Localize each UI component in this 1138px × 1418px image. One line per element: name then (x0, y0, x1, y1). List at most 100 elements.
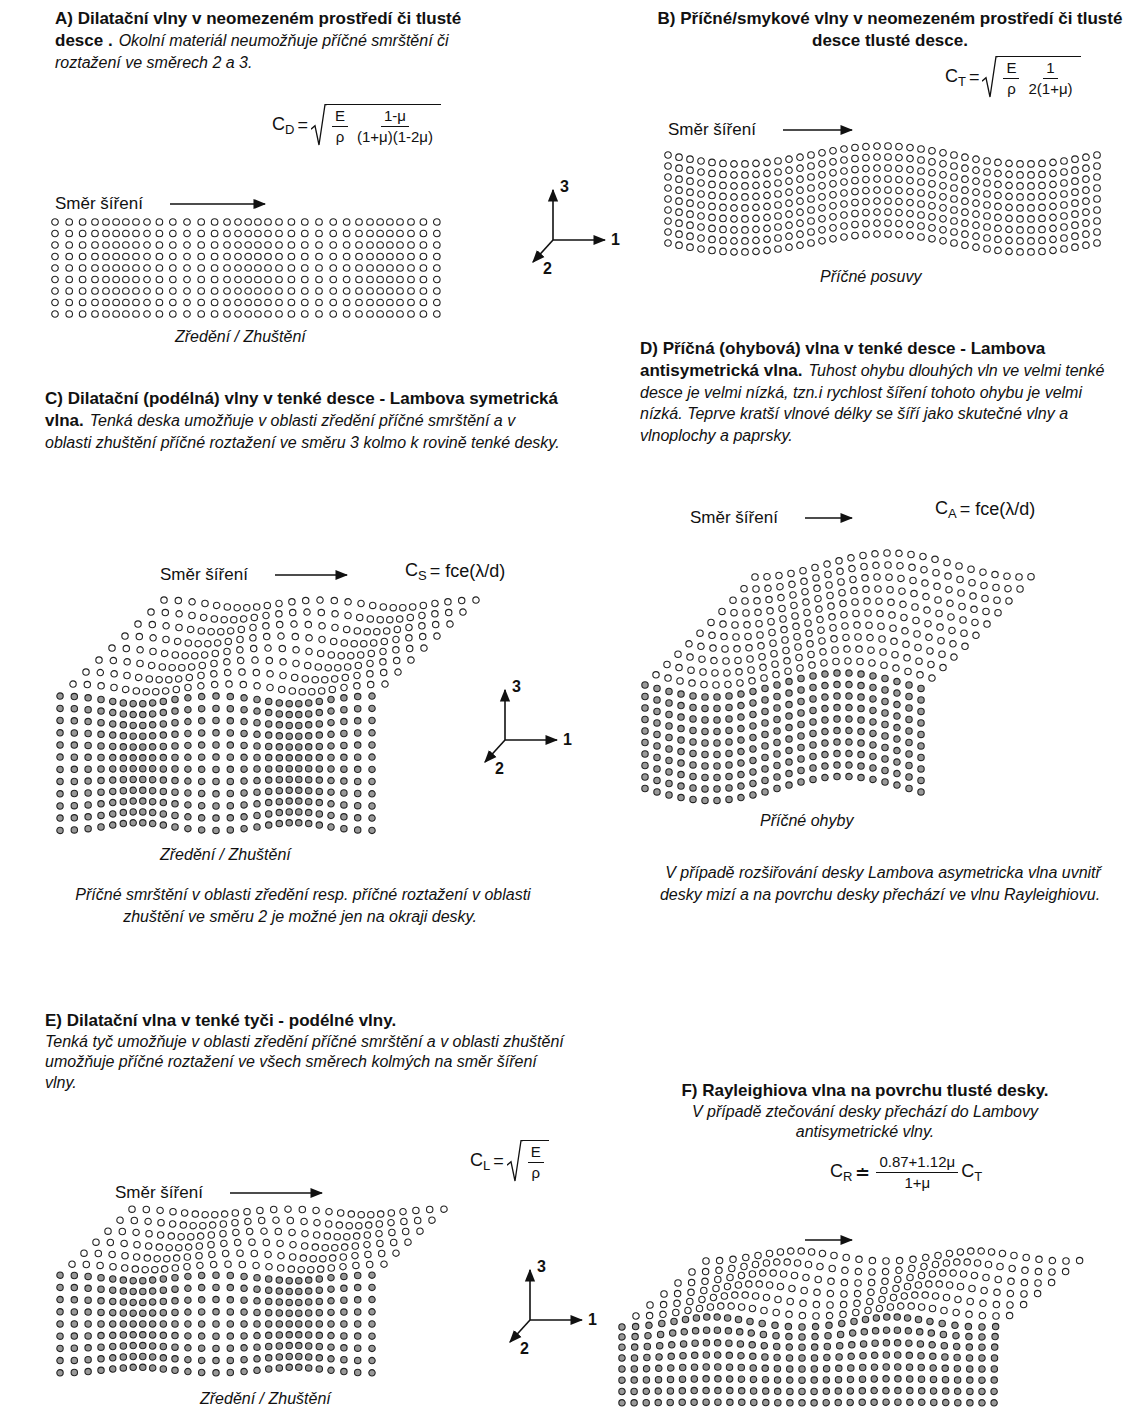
rod-lattice-top (69, 1206, 447, 1273)
formula-symbol: C (945, 66, 958, 86)
panel-text: A) Dilatační vlny v neomezeném prostředí… (55, 8, 500, 73)
fraction: Eρ (528, 1143, 544, 1182)
axis-line (510, 1320, 530, 1342)
panel-text: C) Dilatační (podélná) vlny v tenké desc… (45, 388, 565, 453)
label-holder: Směr šíření (55, 194, 143, 214)
formula-symbol: C (830, 1161, 843, 1181)
panel-text: V případě rozšiřování desky Lambova asym… (645, 862, 1115, 906)
label-holder: 1 (611, 231, 620, 249)
label-holder: 2 (543, 260, 552, 278)
formula-subscript: T (974, 1169, 982, 1184)
rayleigh-lattice-top (633, 1248, 1083, 1319)
symbol-group: CD (272, 114, 294, 137)
panel-text: B) Příčné/smykové vlny v neomezeném pros… (655, 8, 1125, 52)
formula: CL=Eρ (470, 1140, 549, 1182)
axis-triad (533, 190, 605, 262)
direction-label: Směr šíření (160, 565, 248, 584)
lattice-caption: Zředění / Zhuštění (160, 846, 291, 863)
axis-number: 1 (588, 1311, 597, 1328)
formula-symbol: C (470, 1150, 483, 1170)
label-holder: 2 (495, 760, 504, 778)
fraction: 12(1+μ) (1025, 59, 1075, 98)
symbol-group: CT (945, 66, 966, 89)
label-holder: Příčné ohyby (760, 812, 853, 830)
label-holder: 1 (563, 731, 572, 749)
panel-title: E) Dilatační vlna v tenké tyči - podélné… (45, 1010, 565, 1032)
axis-number: 2 (495, 760, 504, 777)
radical-sign (982, 56, 998, 98)
radical-sign (507, 1140, 523, 1182)
axis-line (485, 740, 505, 762)
fraction-numerator: E (528, 1143, 544, 1163)
fraction: Eρ (332, 107, 348, 146)
panel-note: Příčné smrštění v oblasti zředění resp. … (75, 886, 530, 925)
formula-symbol: = fce(λ/d) (960, 499, 1036, 520)
fraction: Eρ (1003, 59, 1019, 98)
radical-stroke (507, 1141, 523, 1181)
axis-number: 2 (520, 1340, 529, 1357)
lattice-caption: Zředění / Zhuštění (175, 328, 306, 345)
panel-text: F) Rayleighiova vlna na povrchu tlusté d… (615, 1080, 1115, 1143)
formula-symbol: = fce(λ/d) (430, 561, 506, 582)
rod-lattice-front (57, 1272, 375, 1376)
label-holder: Směr šíření (160, 565, 248, 585)
fraction: 1-μ(1+μ)(1-2μ) (354, 107, 436, 146)
formula-symbol: ≐ (855, 1162, 870, 1184)
panel-text: D) Příčná (ohybová) vlna v tenké desce -… (640, 338, 1110, 447)
formula-symbol: C (272, 114, 285, 134)
panel-text: Příčné smrštění v oblasti zředění resp. … (60, 884, 540, 928)
radical-sign (311, 104, 327, 146)
panel-title: B) Příčné/smykové vlny v neomezeném pros… (658, 9, 1123, 50)
symbol-group: CT (961, 1161, 982, 1184)
symbol-group: CR (830, 1161, 852, 1184)
formula-symbol: = (969, 67, 980, 88)
panel-note: Okolní materiál neumožňuje příčné smrště… (55, 32, 449, 71)
radical: Eρ12(1+μ) (982, 56, 1080, 98)
label-holder: 3 (512, 678, 521, 696)
direction-arrow (805, 1239, 852, 1241)
direction-arrow (170, 203, 265, 205)
fraction-denominator: ρ (1004, 79, 1019, 98)
panel-note: V případě rozšiřování desky Lambova asym… (660, 864, 1101, 903)
radical: Eρ (507, 1140, 549, 1182)
formula-subscript: S (418, 568, 427, 583)
rayleigh-lattice-front (619, 1314, 999, 1406)
formula-symbol: = (493, 1151, 504, 1172)
panel-text: E) Dilatační vlna v tenké tyči - podélné… (45, 1010, 565, 1093)
axis-number: 1 (563, 731, 572, 748)
symbol-group: CS (405, 560, 427, 583)
panel-note: Tenká deska umožňuje v oblasti zředění p… (45, 412, 560, 451)
axis-number: 3 (560, 178, 569, 195)
axis-line (553, 239, 605, 241)
radical: Eρ1-μ(1+μ)(1-2μ) (311, 104, 441, 146)
fraction-denominator: 1+μ (901, 1173, 933, 1192)
axis-line (505, 739, 557, 741)
axis-number: 3 (512, 678, 521, 695)
direction-arrow (805, 517, 852, 519)
axis-number: 1 (611, 231, 620, 248)
fraction-denominator: (1+μ)(1-2μ) (354, 127, 436, 146)
formula: CD=Eρ1-μ(1+μ)(1-2μ) (272, 104, 441, 146)
panel-title: F) Rayleighiova vlna na povrchu tlusté d… (615, 1080, 1115, 1102)
panel-note: Tenká tyč umožňuje v oblasti zředění pří… (45, 1032, 565, 1093)
panel-note: V případě ztečování desky přechází do La… (615, 1102, 1115, 1143)
direction-arrow (783, 129, 852, 131)
label-holder: Zředění / Zhuštění (200, 1390, 331, 1408)
axis-number: 2 (543, 260, 552, 277)
fraction-numerator: E (332, 107, 348, 127)
axis-line (504, 690, 506, 740)
formula-symbol: C (961, 1161, 974, 1181)
particle-lattices (52, 143, 1101, 1406)
axis-line (533, 240, 553, 262)
shear-lattice (665, 143, 1101, 255)
symmetric-lamb-lattice-front (57, 693, 375, 834)
fraction-numerator: E (1003, 59, 1019, 79)
formula-subscript: A (948, 506, 957, 521)
axis-triad (510, 1270, 582, 1342)
label-holder: 3 (560, 178, 569, 196)
fraction-numerator: 0.87+1.12μ (876, 1153, 958, 1173)
formula: CA= fce(λ/d) (935, 498, 1038, 521)
direction-arrow (230, 1192, 322, 1194)
